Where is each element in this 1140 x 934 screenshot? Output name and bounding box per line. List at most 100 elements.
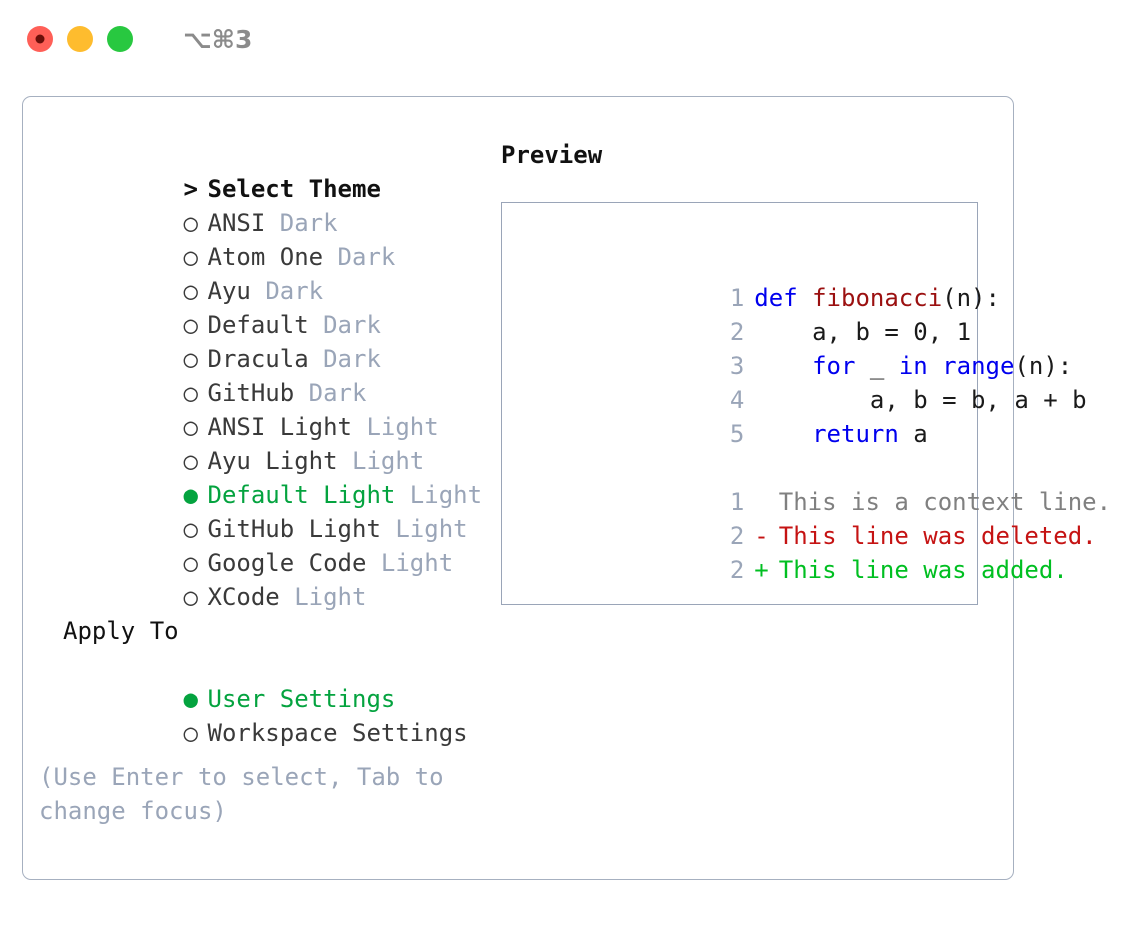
theme-option-ansi-light[interactable]: ○ ANSI Light Light [39, 376, 509, 441]
theme-option-default-light[interactable]: ● Default Light Light [39, 444, 509, 509]
code-line: 4 a, b = b, a + b [514, 349, 1111, 414]
code-token: (n): [942, 284, 1000, 312]
radio-icon[interactable]: ○ [183, 719, 198, 747]
theme-option-github-light[interactable]: ○ GitHub Light Light [39, 478, 509, 543]
radio-selected-icon[interactable]: ● [183, 481, 198, 509]
preview-title: Preview [501, 141, 603, 169]
minimize-button[interactable] [67, 26, 93, 52]
code-token [754, 420, 812, 448]
radio-icon[interactable]: ○ [183, 413, 198, 441]
window-title: ⌥⌘3 [183, 24, 253, 54]
code-token: _ [855, 352, 899, 380]
theme-label: GitHub [207, 379, 295, 407]
line-number: 5 [729, 420, 745, 448]
diff-line-deleted: 2- This line was deleted. [514, 485, 1111, 550]
radio-icon[interactable]: ○ [183, 345, 198, 373]
apply-to-user-settings[interactable]: ● User Settings [39, 648, 509, 713]
theme-tag: Light [294, 583, 367, 611]
theme-tag: Light [409, 481, 483, 509]
maximize-button[interactable] [107, 26, 133, 52]
code-token: 0 [913, 318, 928, 346]
diff-sign [754, 485, 764, 519]
theme-tag: Light [395, 515, 468, 543]
code-token: a [898, 420, 928, 448]
diff-sign: + [754, 556, 769, 584]
theme-label: GitHub Light [207, 515, 381, 543]
theme-label: Ayu Light [207, 447, 338, 475]
traffic-lights [27, 26, 133, 52]
theme-tag: Dark [265, 277, 324, 305]
panel-content: >Select Theme ○ANSI Dark ○Atom One Dark … [23, 97, 1111, 879]
keyboard-hint: (Use Enter to select, Tab to change focu… [39, 763, 459, 825]
code-token [754, 352, 812, 380]
radio-icon[interactable]: ○ [183, 549, 198, 577]
theme-option-ayu-dark[interactable]: ○Ayu Dark [39, 240, 509, 305]
code-token: fibonacci [812, 284, 943, 312]
theme-label: Default Light [207, 481, 396, 509]
theme-tag: Dark [308, 379, 367, 407]
theme-option-atom-one-dark[interactable]: ○ Atom One Dark [39, 206, 509, 271]
main-panel: >Select Theme ○ANSI Dark ○Atom One Dark … [22, 96, 1111, 880]
radio-icon[interactable]: ○ [183, 311, 198, 339]
diff-line-context: 1 This is a context line. [514, 451, 1111, 516]
code-token: a, b = [754, 318, 914, 346]
theme-option-default-dark[interactable]: ○Default Dark [39, 274, 509, 339]
radio-icon[interactable]: ○ [183, 515, 198, 543]
theme-tag: Light [380, 549, 454, 577]
theme-picker: >Select Theme ○ANSI Dark ○Atom One Dark … [39, 138, 509, 747]
radio-icon[interactable]: ○ [183, 379, 198, 407]
line-number: 2 [729, 522, 745, 550]
close-button[interactable] [27, 26, 53, 52]
theme-option-github-dark[interactable]: ○ GitHub Dark [39, 342, 509, 407]
radio-icon[interactable]: ○ [183, 277, 198, 305]
code-token: def [754, 284, 813, 312]
diff-sign: - [754, 522, 769, 550]
theme-option-google-code-light[interactable]: ○Google Code Light [39, 512, 509, 577]
theme-option-xcode-light[interactable]: ○ XCode Light [39, 546, 509, 611]
theme-label: Dracula [207, 345, 309, 373]
theme-tag: Light [352, 447, 425, 475]
apply-to-label: Workspace Settings [207, 719, 468, 747]
line-number: 1 [729, 488, 745, 516]
radio-icon[interactable]: ○ [183, 447, 198, 475]
code-token [928, 352, 942, 380]
diff-text: This line was added. [778, 556, 1068, 584]
radio-icon[interactable]: ○ [183, 583, 198, 611]
code-token: range [942, 352, 1015, 380]
theme-label: XCode [207, 583, 280, 611]
apply-to-workspace-settings[interactable]: ○ Workspace Settings [39, 682, 509, 747]
apply-to-label: User Settings [207, 685, 396, 713]
code-token: 1 [956, 318, 972, 346]
prompt-marker-icon: > [183, 175, 198, 203]
theme-label: Atom One [207, 243, 324, 271]
theme-tag: Light [366, 413, 439, 441]
title-bar: ⌥⌘3 [0, 0, 1140, 78]
code-line: 2 a, b = 0, 1 [514, 281, 1111, 346]
line-number: 2 [729, 556, 745, 584]
theme-option-ayu-light[interactable]: ○ Ayu Light Light [39, 410, 509, 475]
code-token: return [812, 420, 899, 448]
line-number: 2 [729, 318, 745, 346]
line-number: 3 [729, 352, 745, 380]
theme-option-dracula-dark[interactable]: ○ Dracula Dark [39, 308, 509, 373]
code-token: a, b = b, a + b [754, 386, 1087, 414]
code-token: in [898, 352, 928, 380]
theme-option-ansi-dark[interactable]: ○ANSI Dark [39, 172, 509, 237]
theme-tag: Dark [279, 209, 338, 237]
theme-tag: Dark [323, 345, 381, 373]
select-theme-header: > Select Theme [39, 138, 509, 203]
code-line: 5 return a [514, 383, 1111, 448]
theme-label: ANSI Light [207, 413, 353, 441]
diff-text: This line was deleted. [778, 522, 1097, 550]
radio-selected-icon[interactable]: ● [183, 685, 198, 713]
theme-tag: Dark [323, 311, 381, 339]
select-theme-title: Select Theme [207, 175, 381, 203]
radio-icon[interactable]: ○ [183, 209, 198, 237]
radio-icon[interactable]: ○ [183, 243, 198, 271]
theme-tag: Dark [337, 243, 396, 271]
